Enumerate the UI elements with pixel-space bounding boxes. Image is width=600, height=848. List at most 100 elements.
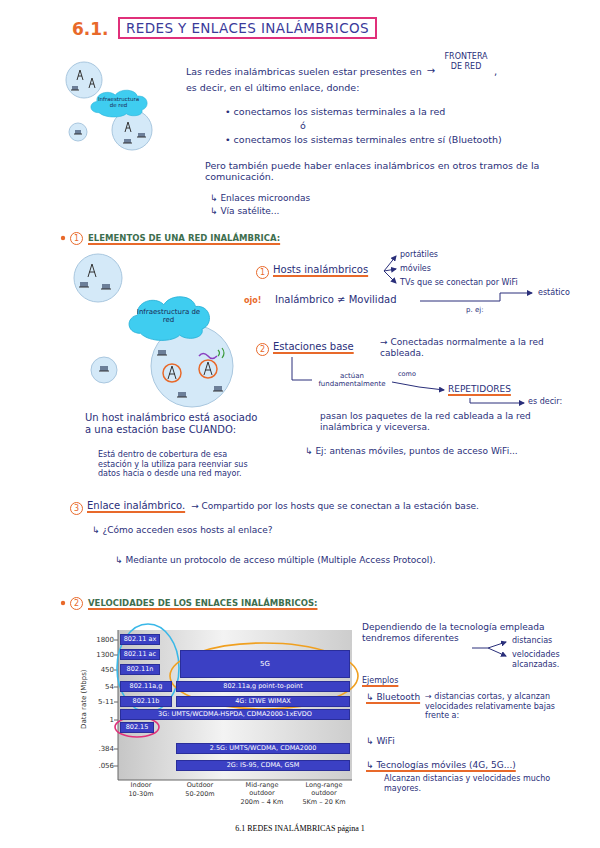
data-rate-bar: 802.11n [120,664,160,675]
note-text: Está dentro de cobertura de esa estación… [98,450,250,479]
axis-label: .384 [86,745,114,753]
node-label: 4G: LTWE WIMAX [235,698,291,705]
node-text-wrap: 802.15 [126,724,149,731]
node-label: Infraestructura de red [95,96,142,109]
axis-label: 5-11 [86,698,114,706]
node-label: 5G [260,660,270,668]
axis-label: 10-30m [115,791,167,799]
note-text: → distancias cortas, y alcanzan velocida… [425,692,575,721]
node-text-wrap: 802.11 ax [124,636,157,643]
note-text: portátiles [400,250,438,260]
node-text-wrap: 2G: IS-95, CDMA, GSM [227,762,300,769]
node-text-wrap: 802.11a,g [130,683,163,690]
callout-number: 1 [70,232,83,245]
axis-label: 5Km – 20 Km [294,799,354,807]
note-text: ↳ Vía satélite... [210,206,279,217]
note-text: Pero también puede haber enlaces inalámb… [205,160,590,183]
axis-label: 1 [86,716,114,724]
callout-number: 3 [70,502,83,515]
axis-label: 1800 [86,636,114,644]
axis-label: 200m – 4 Km [232,799,292,807]
data-rate-bar: 802.11b [120,696,172,707]
node-label: 2.5G: UMTS/WCDMA, CDMA2000 [210,745,317,752]
callout-number: 2 [70,597,83,610]
note-text: estático [538,288,570,298]
axis-label: Long-range outdoor [300,782,348,798]
node-label: 802.11a,g [130,683,163,690]
node-text-wrap: 802.11 ac [124,651,156,658]
note-text: → Compartido por los hosts que se conect… [191,501,479,512]
axis-label: 1300 [86,651,114,659]
node-label: 802.11n [127,666,154,673]
title-box: REDES Y ENLACES INALÁMBRICOS [118,17,377,39]
data-rate-bar: 802.11 ax [120,634,160,645]
note-text: Alcanzan distancias y velocidades mucho … [384,774,564,793]
note-text: ↳ WiFi [366,736,395,747]
axis-label: 450 [86,666,114,674]
data-rate-bar: 3G: UMTS/WCDMA-HSPDA, CDMA2000-1xEVDO [120,709,350,720]
note-text: TVs que se conectan por WiFi [400,278,518,288]
note-text: Hosts inalámbricos [273,264,368,276]
note-text: 6.1. [72,19,109,39]
note-text: , [494,66,497,78]
note-text: Ejemplos [362,676,398,686]
axis-label: 54 [86,683,114,691]
axis-label: 50-200m [174,791,226,799]
node-text-wrap: 2.5G: UMTS/WCDMA, CDMA2000 [210,745,317,752]
node-label: 3G: UMTS/WCDMA-HSPDA, CDMA2000-1xEVDO [158,711,312,718]
note-text: es decir, en el último enlace, donde: [186,82,359,93]
data-rate-bar: 802.11a,g point-to-point [176,681,350,692]
note-text: distancias [512,636,552,646]
note-text: ↳ Ej: antenas móviles, puntos de acceso … [305,446,518,457]
note-text: ↳ Tecnologías móviles (4G, 5G...) [366,760,516,771]
note-text: FRONTERA DE RED [439,52,493,71]
note-text: ↳ Enlaces microondas [210,193,310,204]
node-label: 802.11 ac [124,651,156,658]
note-text: ↳ Bluetooth [366,692,420,703]
node-text-wrap: 5G [260,660,270,668]
note-text: Estaciones base [273,341,354,353]
node-label: 802.11 ax [124,636,157,643]
node-label: 2G: IS-95, CDMA, GSM [227,762,300,769]
note-text: → Conectadas normalmente a la red cablea… [380,337,570,359]
node-label: 802.11b [133,698,160,705]
note-text: actúan fundamentalmente [316,372,388,389]
callout-number: 1 [256,266,269,279]
note-text: p. ej: [466,306,484,314]
note-text: Inalámbrico ≠ Movilidad [275,294,396,306]
data-rate-bar: 5G [180,650,350,678]
note-text: velocidades alcanzadas. [512,650,584,669]
note-text: ojo! [244,296,261,306]
node-text-wrap: 3G: UMTS/WCDMA-HSPDA, CDMA2000-1xEVDO [158,711,312,718]
callout-number: 2 [256,343,269,356]
axis-label: Indoor [115,782,167,790]
data-rate-bar: 2G: IS-95, CDMA, GSM [176,760,350,771]
node-text-wrap: 802.11b [133,698,160,705]
data-rate-chart [114,624,358,780]
data-rate-bar: 4G: LTWE WIMAX [176,696,350,707]
node-text-wrap: 802.11n [127,666,154,673]
node-text-wrap: Infraestructura de red [86,86,151,118]
note-text: REPETIDORES [448,384,511,395]
axis-label: .056 [86,762,114,770]
data-rate-bar: 802.11 ac [120,649,160,660]
data-rate-bar: 802.11a,g [120,681,172,692]
note-text: ó [300,120,306,131]
data-rate-bar: 802.15 [120,722,154,733]
note-text: VELOCIDADES DE LOS ENLACES INALÁMBRICOS: [88,598,317,608]
note-text: → [427,65,435,77]
node-label: 802.11a,g point-to-point [223,683,302,690]
note-text: ELEMENTOS DE UNA RED INALÁMBRICA: [88,233,280,243]
note-text: • conectamos los sistemas terminales a l… [225,106,445,117]
note-text: ↳ Mediante un protocolo de acceso múltip… [115,555,436,566]
note-text: móviles [400,264,431,274]
note-text: pasan los paquetes de la red cableada a … [320,411,570,433]
network-figure [66,62,152,150]
node-text-wrap: 802.11a,g point-to-point [223,683,302,690]
cloud-node: Infraestructura de red [122,290,215,342]
note-text: como [398,371,416,379]
note-text: Las redes inalámbricas suelen estar pres… [186,66,422,77]
node-text-wrap: Infraestructura de red [122,290,215,342]
data-rate-bar: 2.5G: UMTS/WCDMA, CDMA2000 [176,743,350,754]
